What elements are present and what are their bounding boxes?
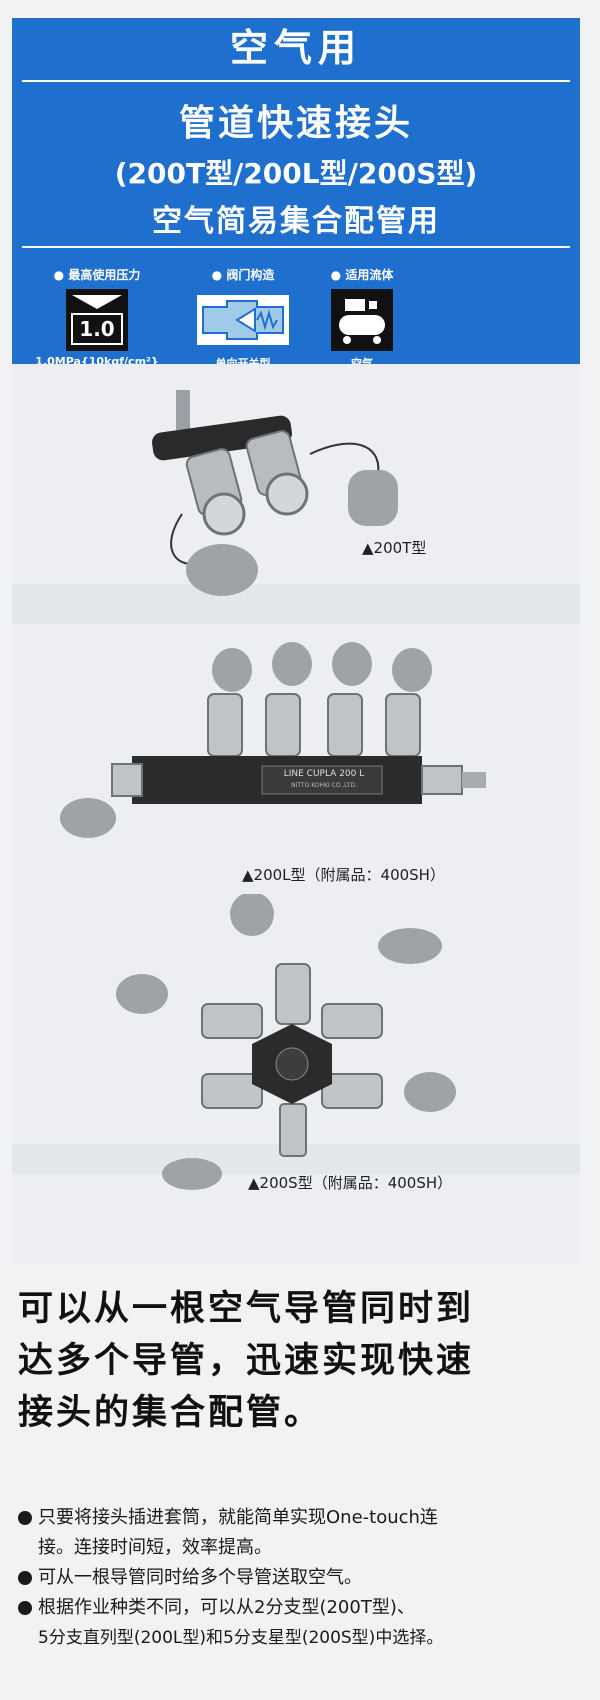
list-item-text: 5分支直列型(200L型)和5分支星型(200S型)中选择。 xyxy=(38,1628,444,1648)
product-title: 管道快速接头 xyxy=(178,103,413,144)
spec-valve-structure: 阀门构造 单向开关型 xyxy=(188,266,298,371)
pressure-value-text: 1.0 xyxy=(79,317,115,341)
coupler-200s-image xyxy=(116,894,456,1190)
header-banner: 空气用 管道快速接头 (200T型/200L型/200S型) 空气简易集合配管用… xyxy=(12,18,580,370)
product-photo-area: ▲200T型 LINE CUPLA 200 L NITTO KOHKI CO.,… xyxy=(12,364,580,1264)
spec-fluid: 适用流体 空气 xyxy=(312,266,412,371)
background-band xyxy=(12,584,580,624)
list-item: 根据作业种类不同，可以从2分支型(200T型)、 5分支直列型(200L型)和5… xyxy=(18,1593,588,1653)
header-divider-2 xyxy=(22,246,570,248)
list-item: 可从一根导管同时给多个导管送取空气。 xyxy=(18,1563,588,1593)
product-models: (200T型/200L型/200S型) xyxy=(114,157,478,190)
list-item: 只要将接头插进套筒，就能简单实现One-touch连 接。连接时间短，效率提高。 xyxy=(18,1503,588,1563)
category-label: 空气用 xyxy=(229,26,362,70)
list-item-text: 根据作业种类不同，可以从2分支型(200T型)、 xyxy=(38,1597,415,1618)
product-subtitle: 空气简易集合配管用 xyxy=(152,204,440,239)
caption-200s: ▲200S型（附属品：400SH） xyxy=(248,1174,453,1192)
headline-line: 达多个导管，迅速实现快速 xyxy=(18,1341,475,1381)
list-item-text: 只要将接头插进套筒，就能简单实现One-touch连 xyxy=(38,1507,438,1528)
feature-list: 只要将接头插进套筒，就能简单实现One-touch连 接。连接时间短，效率提高。… xyxy=(18,1503,588,1653)
headline-line: 可以从一根空气导管同时到 xyxy=(18,1289,475,1329)
spec-max-pressure: 最高使用压力 1.0 1.0MPa{10kgf/cm²} xyxy=(32,266,162,368)
caption-200l: ▲200L型（附属品：400SH） xyxy=(242,866,445,884)
spec-label: 适用流体 xyxy=(312,266,412,283)
check-valve-icon xyxy=(197,289,289,351)
pressure-gauge-icon: 1.0 xyxy=(66,289,128,351)
list-item-text: 接。连接时间短，效率提高。 xyxy=(38,1537,272,1558)
headline-line: 接头的集合配管。 xyxy=(18,1393,323,1433)
header-divider xyxy=(22,80,570,82)
list-item-text: 可从一根导管同时给多个导管送取空气。 xyxy=(38,1567,362,1588)
nameplate-text: LINE CUPLA 200 L xyxy=(283,769,365,779)
spec-label: 阀门构造 xyxy=(188,266,298,283)
maker-text: NITTO KOHKI CO.,LTD. xyxy=(291,782,357,789)
spec-label: 最高使用压力 xyxy=(32,266,162,283)
feature-headline: 可以从一根空气导管同时到 达多个导管，迅速实现快速 接头的集合配管。 xyxy=(18,1283,578,1439)
coupler-200t-image xyxy=(152,390,398,596)
caption-200t: ▲200T型 xyxy=(362,539,427,557)
air-compressor-icon xyxy=(331,289,393,351)
coupler-200l-image xyxy=(60,642,486,838)
